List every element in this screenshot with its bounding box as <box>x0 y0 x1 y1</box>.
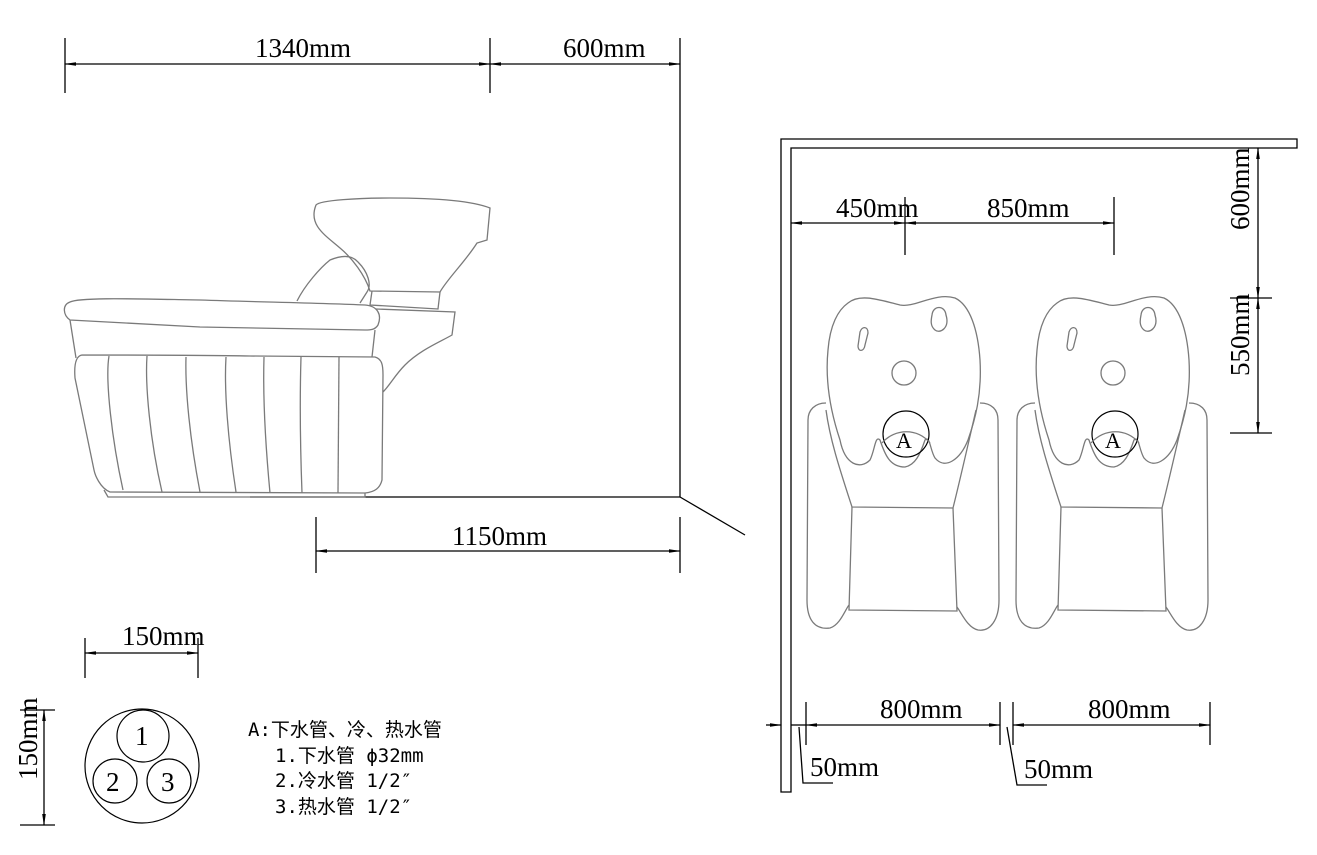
pipe-outer-circle <box>84 708 200 824</box>
dim-450: 450mm <box>790 193 1115 255</box>
dim-label-600-top: 600mm <box>563 33 646 63</box>
dim-label-800-1: 800mm <box>880 694 963 724</box>
dim-label-1150: 1150mm <box>452 521 547 551</box>
dim-label-150-h: 150mm <box>122 621 205 651</box>
dim-600-top: 600mm <box>489 33 681 66</box>
dim-label-150-v: 150mm <box>13 697 43 780</box>
dim-600-right: 600mm <box>1225 147 1272 299</box>
plan-view: 450mm 850mm 600mm 550mm <box>766 138 1298 793</box>
dim-label-600-right: 600mm <box>1225 147 1255 230</box>
dim-850: 850mm <box>904 193 1115 225</box>
dim-label-50-wall: 50mm <box>810 752 879 782</box>
pipe-circle-2 <box>92 758 138 804</box>
dim-1340: 1340mm <box>64 33 491 93</box>
shampoo-chair-side <box>63 197 491 498</box>
wall-outline <box>780 138 1298 793</box>
legend-item-1: 1.下水管 ϕ32mm <box>275 745 424 767</box>
legend-title: A:下水管、冷、热水管 <box>248 719 442 741</box>
dim-label-50-gap: 50mm <box>1024 754 1093 784</box>
dim-bottom: 800mm 800mm 50mm 50mm <box>766 694 1211 786</box>
pipe-detail: 150mm 150mm 1 2 3 <box>13 621 205 826</box>
dim-150-horizontal: 150mm <box>84 621 205 678</box>
dim-1150: 1150mm <box>315 517 681 573</box>
legend-item-3: 3.热水管 1/2″ <box>275 796 412 818</box>
shampoo-chair-plan-2: A <box>1015 296 1209 631</box>
dim-label-1340: 1340mm <box>255 33 351 63</box>
dim-label-450: 450mm <box>836 193 919 223</box>
legend-item-2: 2.冷水管 1/2″ <box>275 770 412 792</box>
marker-a-2: A <box>1105 428 1121 453</box>
dim-550: 550mm <box>1225 293 1272 434</box>
dim-label-550: 550mm <box>1225 293 1255 376</box>
marker-a-circle-2 <box>1091 410 1139 458</box>
side-view: 1340mm 600mm 1150mm <box>63 33 746 573</box>
dim-label-850: 850mm <box>987 193 1070 223</box>
pipe-circle-3 <box>146 758 192 804</box>
pipe-circle-1 <box>116 709 170 763</box>
legend: A:下水管、冷、热水管 1.下水管 ϕ32mm 2.冷水管 1/2″ 3.热水管… <box>248 719 442 818</box>
pipe-label-2: 2 <box>106 767 120 797</box>
pipe-label-3: 3 <box>161 767 175 797</box>
dim-label-800-2: 800mm <box>1088 694 1171 724</box>
dim-150-vertical: 150mm <box>13 697 55 826</box>
break-line <box>679 496 746 536</box>
pipe-label-1: 1 <box>135 721 149 751</box>
shampoo-chair-plan-1: A <box>806 296 1000 631</box>
marker-a-1: A <box>896 428 912 453</box>
marker-a-circle-1 <box>882 410 930 458</box>
